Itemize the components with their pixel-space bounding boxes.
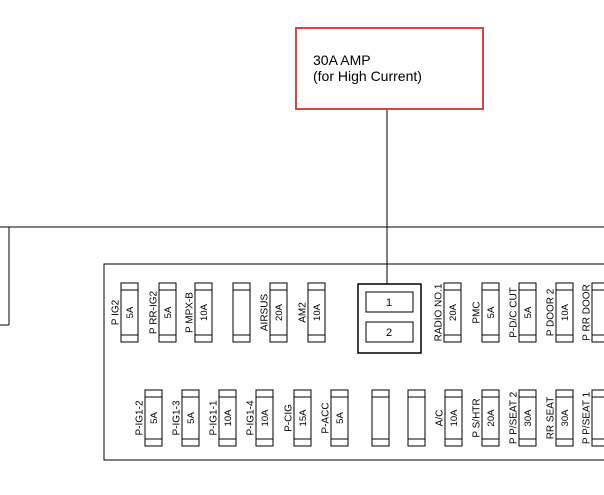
fuse-label: P DOOR 2: [546, 288, 557, 336]
fuse-rating: 5A: [149, 412, 160, 424]
fuse-rating: 10A: [199, 303, 210, 321]
fuse-label: RR SEAT: [546, 397, 557, 440]
fuse-label: P-IG1-1: [209, 400, 220, 435]
callout-box: 30A AMP (for High Current): [295, 27, 484, 110]
fuse-p-ig1-2: 5AP-IG1-2: [135, 389, 163, 447]
fuse-rating: 30A: [523, 409, 534, 427]
fuse-label: P-IG1-3: [172, 400, 183, 435]
fuse-p-rr-ig2: 5AP RR-IG2: [149, 282, 177, 343]
fuse-rating: 5A: [186, 412, 197, 424]
fuse-label: RADIO NO.1: [434, 283, 445, 341]
fuse-label: AIRSUS: [260, 294, 271, 332]
relay-block: 1 2: [357, 283, 422, 354]
fuse-rating: 30A: [560, 409, 571, 427]
fuse-label: PMC: [472, 301, 483, 323]
callout-line-1: 30A AMP: [313, 52, 371, 68]
fuse-label: P-IG1-4: [246, 400, 257, 435]
fuse-spare-top_row-3: [232, 282, 251, 343]
fuse-rating: 10A: [223, 409, 234, 427]
fuse-spare-bottom_row-6: [371, 389, 390, 447]
fuse-label: P MPX-B: [185, 292, 196, 333]
fuse-spare-bottom_row-7: [407, 389, 426, 447]
fuse-p-rr-door: P RR DOOR: [582, 282, 604, 343]
fuse-label: AM2: [298, 302, 309, 323]
fuse-label: P-CIG: [284, 404, 295, 432]
fuse-label: P P/SEAT 2: [509, 391, 520, 444]
fuse-label: P RR-IG2: [149, 290, 160, 334]
fuse-p-ig1-3: 5AP-IG1-3: [172, 389, 200, 447]
fuse-rating: 5A: [125, 306, 136, 318]
fuse-label: P-D/C CUT: [509, 287, 520, 338]
fuse-panel: [103, 263, 604, 461]
callout-line-2: (for High Current): [313, 68, 422, 84]
relay-number-1: 1: [386, 297, 392, 309]
fuse-p-p-seat-1: P P/SEAT 1: [582, 389, 604, 447]
fuse-rating: 10A: [260, 409, 271, 427]
fuse-rating: 5A: [486, 306, 497, 318]
fuse-rating: 10A: [560, 303, 571, 321]
fuse-label: P P/SEAT 1: [582, 391, 593, 444]
fuse-label: P-IG1-2: [135, 400, 146, 435]
fuse-p-acc: 5AP-ACC: [321, 389, 349, 447]
fuse-rating: 5A: [163, 306, 174, 318]
fuse-p-d-c-cut: 5AP-D/C CUT: [509, 282, 537, 343]
fuse-label: A/C: [435, 410, 446, 427]
fuse-rating: 20A: [274, 303, 285, 321]
fuse-rating: 20A: [448, 303, 459, 321]
fuse-label: P RR DOOR: [582, 284, 593, 341]
fuse-rating: 10A: [449, 409, 460, 427]
fuse-rating: 10A: [312, 303, 323, 321]
fuse-rating: 15A: [298, 409, 309, 427]
fuse-rating: 5A: [335, 412, 346, 424]
fuse-label: P-ACC: [321, 402, 332, 433]
relay-number-2: 2: [386, 327, 392, 339]
fuse-label: P S/HTR: [472, 398, 483, 437]
fuse-rating: 5A: [523, 306, 534, 318]
fuse-p-ig2: 5AP IG2: [111, 282, 139, 343]
outer-frame: [0, 226, 604, 326]
fuse-label: P IG2: [111, 299, 122, 325]
fuse-rating: 20A: [486, 409, 497, 427]
